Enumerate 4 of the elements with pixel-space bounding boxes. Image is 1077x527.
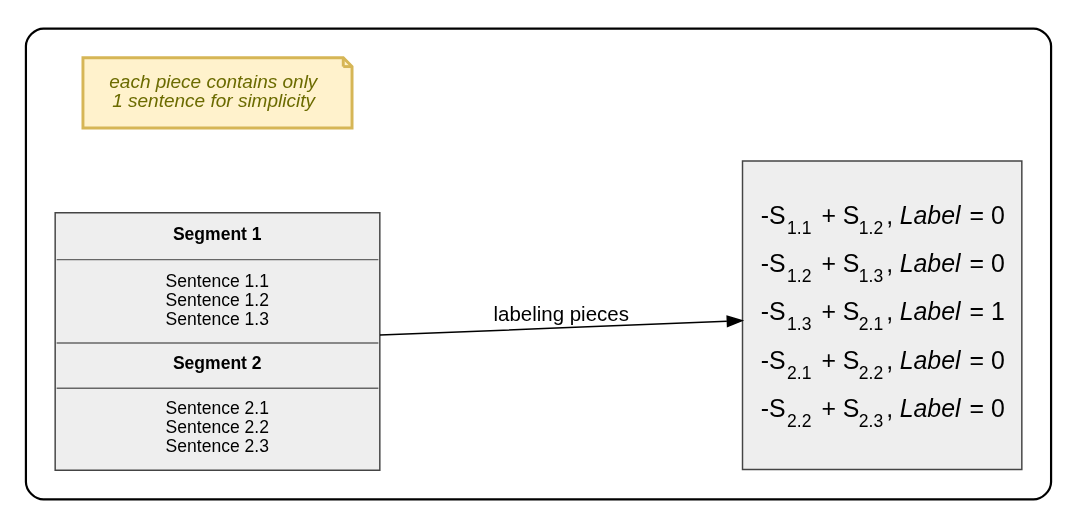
edge-label: labeling pieces <box>493 301 629 325</box>
cluster <box>24 26 1053 501</box>
arrow <box>379 314 745 336</box>
node-box: -S$_{1.1}$ + S$_{1.2}$, Label = 0 -S$_{1.2}$ + S$_{1.3}$, Label = 0 -S$_{1.3}$ + S$_{2.1}$, Label = 1 -S$_{2.1}$ + S$_{2.2}$, Label = 0 -S$_{2.2}$ + S$_{2.3}$, Label = 0 <box>741 159 1023 470</box>
